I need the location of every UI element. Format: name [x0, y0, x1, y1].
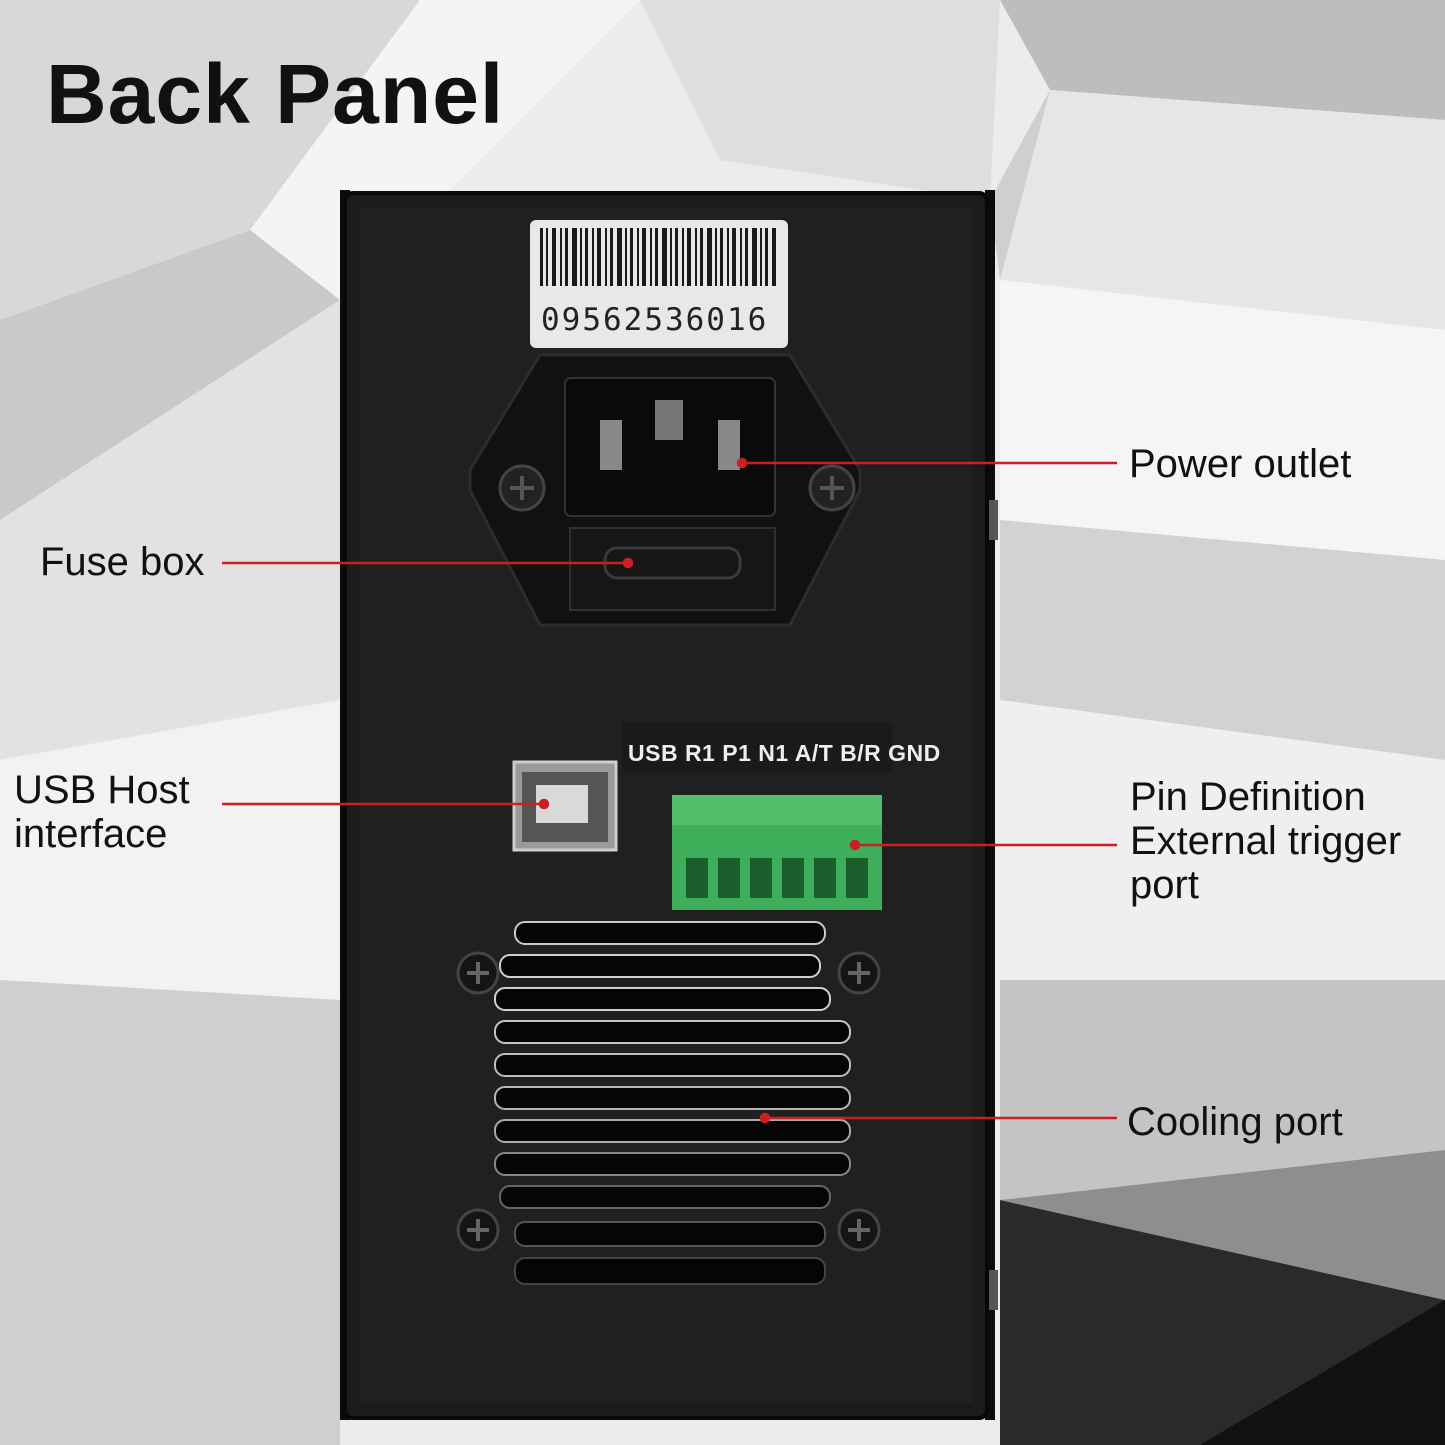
cooling-vent — [456, 921, 881, 1285]
callout-power-outlet: Power outlet — [1129, 442, 1352, 486]
barcode-number: 09562536016 — [541, 302, 769, 338]
callout-pin-def-line2: External trigger — [1130, 819, 1402, 863]
usb-b-port — [512, 760, 618, 852]
pin-definition-labels: USB R1 P1 N1 A/T B/R GND — [628, 740, 941, 766]
callout-pin-def-line1: Pin Definition — [1130, 775, 1366, 819]
callout-pin-def-line3: port — [1130, 863, 1199, 907]
fuse-drawer — [569, 527, 776, 611]
callout-pin-definition: Pin Definition External trigger port — [1130, 775, 1401, 907]
callout-fuse-box: Fuse box — [40, 540, 205, 584]
callout-cooling-port: Cooling port — [1127, 1100, 1343, 1144]
barcode-sticker — [530, 220, 788, 348]
callout-usb-host-line2: interface — [14, 812, 168, 856]
callout-lines — [222, 457, 1117, 1124]
callout-usb-host-line1: USB Host — [14, 768, 190, 812]
page-title: Back Panel — [46, 47, 505, 141]
callout-usb-host: USB Host interface — [14, 768, 190, 856]
terminal-block — [672, 795, 882, 910]
